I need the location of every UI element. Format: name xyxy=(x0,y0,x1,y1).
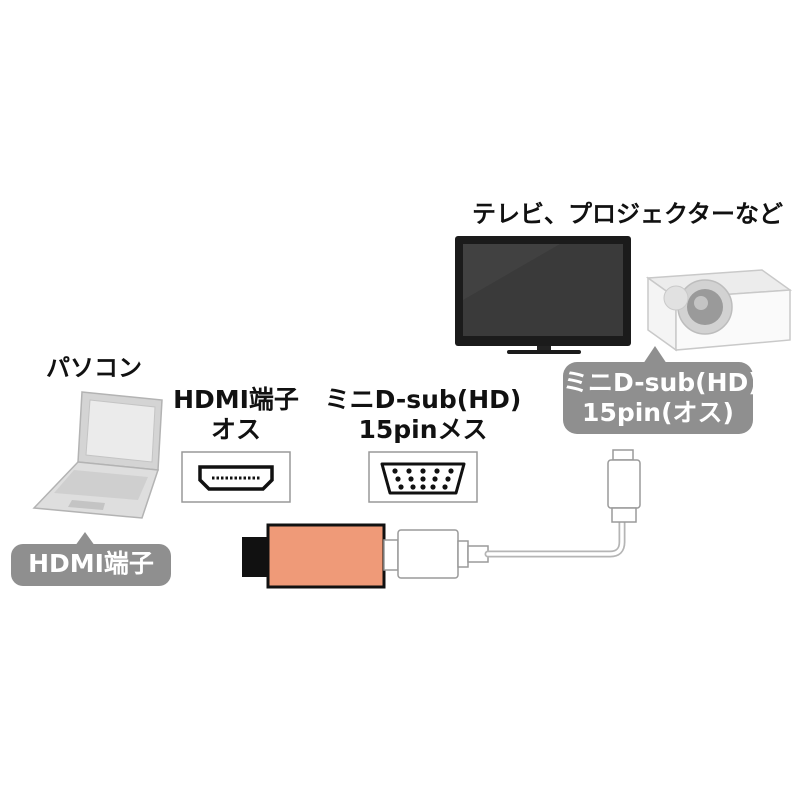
vga-plug-display-end xyxy=(607,449,641,523)
vga-female-label-line1: ミニD-sub(HD) xyxy=(324,385,522,414)
tv-projector-label: テレビ、プロジェクターなど xyxy=(472,200,784,228)
display-port-badge-line2: 15pin(オス) xyxy=(582,398,734,427)
pc-port-badge: HDMI端子 xyxy=(28,549,154,578)
display-port-badge-line1: ミニD-sub(HD) xyxy=(563,368,760,397)
hdmi-male-label-line2: オス xyxy=(210,415,261,444)
vga-female-label-line2: 15pinメス xyxy=(358,415,488,444)
cable xyxy=(484,516,626,558)
vga-plug xyxy=(383,529,489,579)
projector-illustration xyxy=(645,269,793,352)
laptop-illustration xyxy=(32,391,163,519)
vga-connector-icon xyxy=(368,451,478,503)
pc-label: パソコン xyxy=(46,354,142,382)
display-port-callout xyxy=(563,346,753,434)
hdmi-connector-icon xyxy=(181,451,291,503)
tv-illustration xyxy=(455,236,631,354)
hdmi-male-label-line1: HDMI端子 xyxy=(173,385,299,414)
pc-port-callout xyxy=(11,532,171,586)
hdmi-adapter xyxy=(242,523,386,589)
